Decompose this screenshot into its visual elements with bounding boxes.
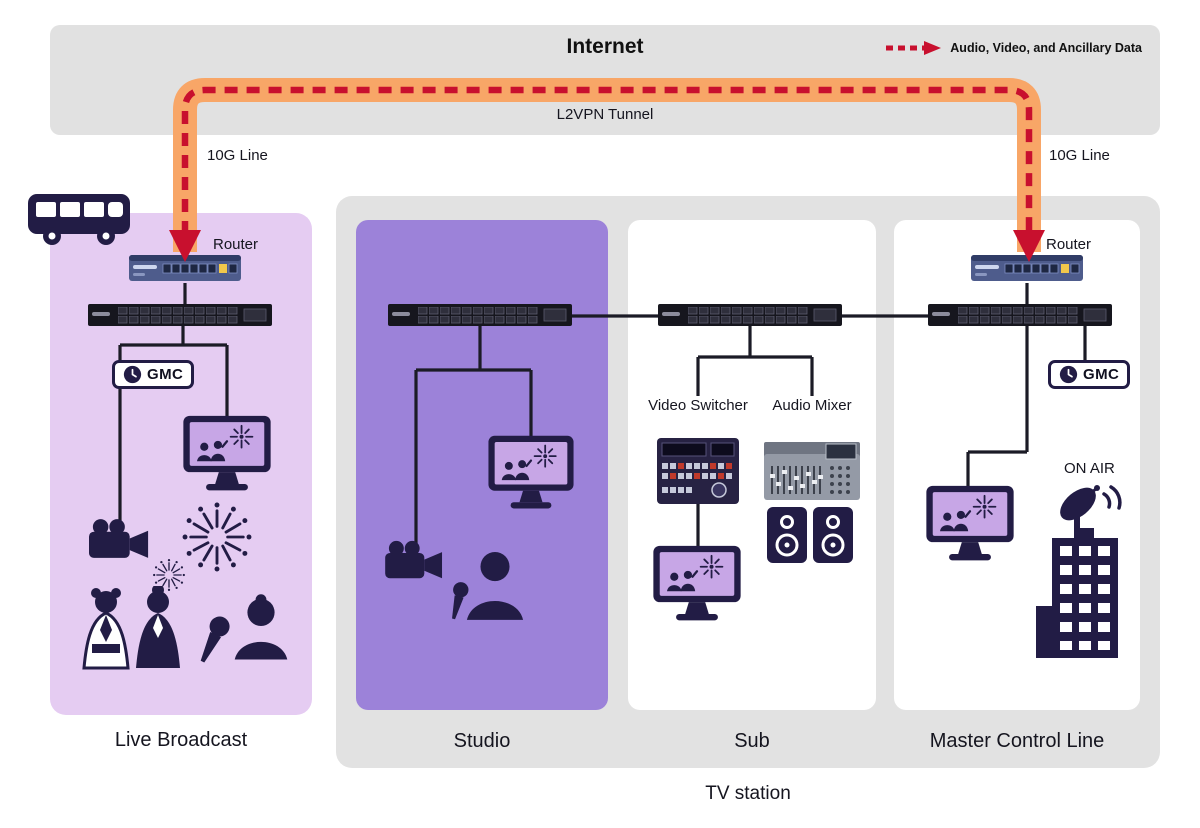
master-control-line-label: Master Control Line xyxy=(929,730,1105,752)
router-label-master: Router xyxy=(1046,236,1092,253)
red-dashed-arrow-icon xyxy=(886,41,942,55)
data-flow-legend: Audio, Video, and Ancillary Data xyxy=(885,40,1142,56)
on-air-label: ON AIR xyxy=(1064,460,1115,477)
internet-title: Internet xyxy=(566,35,644,58)
down-arrow-left xyxy=(169,230,201,262)
gmc-badge-master: GMC xyxy=(1048,360,1131,389)
legend-label: Audio, Video, and Ancillary Data xyxy=(950,41,1142,55)
down-arrow-right xyxy=(1013,230,1045,262)
studio-label: Studio xyxy=(453,730,511,752)
gmc-badge-live: GMC xyxy=(112,360,195,389)
l2vpn-tunnel-label: L2VPN Tunnel xyxy=(556,106,654,123)
router-label-live: Router xyxy=(213,236,259,253)
gmc-label-master: GMC xyxy=(1083,366,1120,383)
sub-label: Sub xyxy=(734,730,770,752)
gmc-label-live: GMC xyxy=(147,366,184,383)
ten-g-line-label-right: 10G Line xyxy=(1049,147,1110,164)
ten-g-line-label-left: 10G Line xyxy=(207,147,268,164)
tv-station-label: TV station xyxy=(705,783,791,804)
video-switcher-label: Video Switcher xyxy=(648,397,748,414)
live-broadcast-label: Live Broadcast xyxy=(114,729,248,751)
audio-mixer-label: Audio Mixer xyxy=(772,397,852,414)
